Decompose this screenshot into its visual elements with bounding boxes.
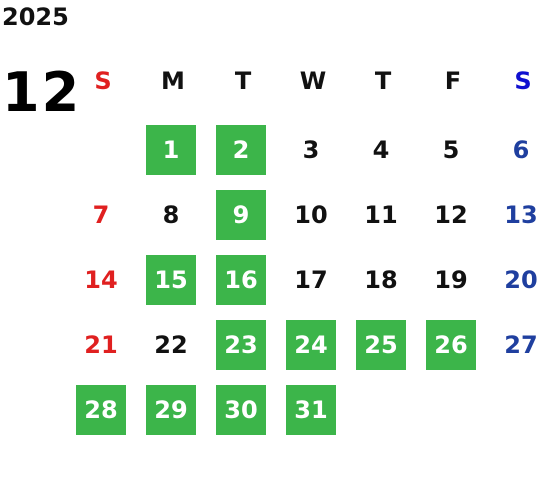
calendar-day-3[interactable]: 3 xyxy=(302,136,320,164)
calendar-day-25[interactable]: 25 xyxy=(356,320,406,370)
calendar-day-22[interactable]: 22 xyxy=(154,331,188,359)
calendar-day-17[interactable]: 17 xyxy=(294,266,328,294)
calendar-day-5[interactable]: 5 xyxy=(442,136,460,164)
weekday-header-tue: T xyxy=(234,67,252,95)
calendar-day-10[interactable]: 10 xyxy=(294,201,328,229)
calendar-day-21[interactable]: 21 xyxy=(84,331,118,359)
calendar-day-28[interactable]: 28 xyxy=(76,385,126,435)
calendar-day-2[interactable]: 2 xyxy=(216,125,266,175)
calendar-day-24[interactable]: 24 xyxy=(286,320,336,370)
calendar-day-14[interactable]: 14 xyxy=(84,266,118,294)
calendar-day-30[interactable]: 30 xyxy=(216,385,266,435)
calendar-day-12[interactable]: 12 xyxy=(434,201,468,229)
calendar-day-18[interactable]: 18 xyxy=(364,266,398,294)
calendar-day-13[interactable]: 13 xyxy=(504,201,538,229)
calendar-day-8[interactable]: 8 xyxy=(162,201,180,229)
calendar-day-7[interactable]: 7 xyxy=(92,201,110,229)
calendar-day-1[interactable]: 1 xyxy=(146,125,196,175)
calendar-day-19[interactable]: 19 xyxy=(434,266,468,294)
calendar-day-15[interactable]: 15 xyxy=(146,255,196,305)
calendar-day-27[interactable]: 27 xyxy=(504,331,538,359)
calendar-day-29[interactable]: 29 xyxy=(146,385,196,435)
weekday-header-fri: F xyxy=(444,67,462,95)
calendar-day-11[interactable]: 11 xyxy=(364,201,398,229)
weekday-header-thu: T xyxy=(374,67,392,95)
weekday-header-sat: S xyxy=(514,67,532,95)
weekday-header-wed: W xyxy=(299,67,327,95)
calendar-day-31[interactable]: 31 xyxy=(286,385,336,435)
calendar-day-16[interactable]: 16 xyxy=(216,255,266,305)
weekday-header-sun: S xyxy=(94,67,112,95)
calendar-day-26[interactable]: 26 xyxy=(426,320,476,370)
calendar-day-20[interactable]: 20 xyxy=(504,266,538,294)
calendar-day-4[interactable]: 4 xyxy=(372,136,390,164)
calendar-day-9[interactable]: 9 xyxy=(216,190,266,240)
calendar-day-23[interactable]: 23 xyxy=(216,320,266,370)
month-number: 12 xyxy=(2,61,82,124)
calendar-day-6[interactable]: 6 xyxy=(512,136,530,164)
weekday-header-mon: M xyxy=(161,67,185,95)
year-label: 2025 xyxy=(2,3,69,31)
